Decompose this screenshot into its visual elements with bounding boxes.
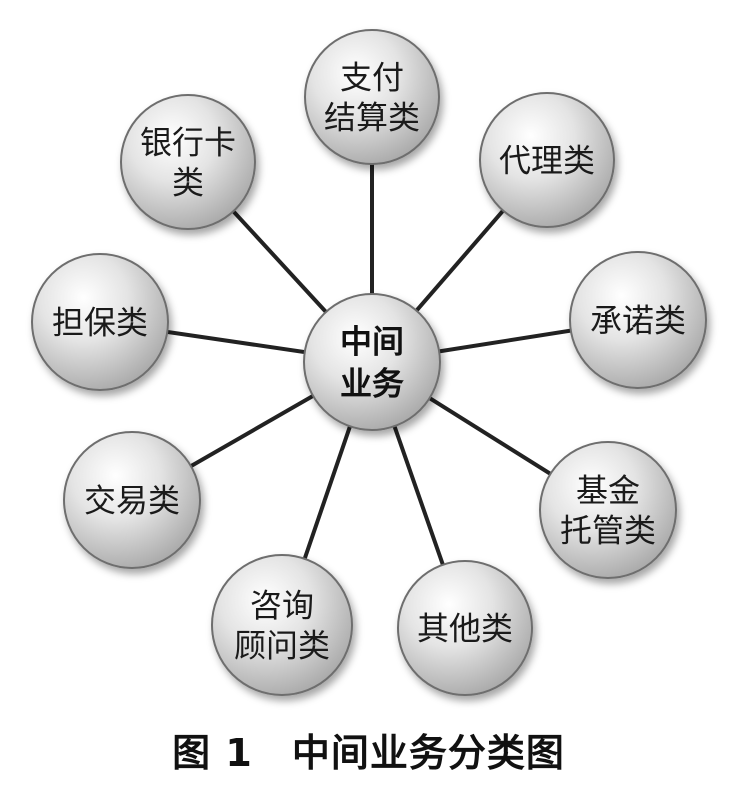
node-commitment: 承诺类 bbox=[569, 251, 707, 389]
node-circle-payment-settlement bbox=[304, 29, 440, 165]
node-label-payment-settlement: 结算类 bbox=[324, 99, 420, 137]
node-circle-bank-card bbox=[120, 94, 256, 230]
figure-caption: 图 1 中间业务分类图 bbox=[172, 731, 565, 775]
node-label-agency: 代理类 bbox=[499, 142, 595, 180]
node-other: 其他类 bbox=[397, 560, 533, 696]
node-label-trading: 交易类 bbox=[84, 482, 180, 520]
node-circle-trading bbox=[63, 431, 201, 569]
node-label-fund-custody: 托管类 bbox=[560, 512, 656, 550]
node-label-guarantee: 担保类 bbox=[52, 304, 148, 342]
center-node-circle bbox=[303, 293, 441, 431]
node-guarantee: 担保类 bbox=[31, 253, 169, 391]
center-node-label: 中间 bbox=[340, 323, 404, 361]
node-label-bank-card: 类 bbox=[172, 164, 204, 202]
node-circle-other bbox=[397, 560, 533, 696]
node-label-fund-custody: 基金 bbox=[576, 472, 640, 510]
node-agency: 代理类 bbox=[479, 92, 615, 228]
center-node: 中间业务 bbox=[303, 293, 441, 431]
node-label-commitment: 承诺类 bbox=[590, 302, 686, 340]
node-circle-consulting-advisory bbox=[211, 554, 353, 696]
node-circle-guarantee bbox=[31, 253, 169, 391]
node-label-bank-card: 银行卡 bbox=[140, 124, 236, 162]
center-node-label: 业务 bbox=[340, 365, 404, 403]
node-trading: 交易类 bbox=[63, 431, 201, 569]
node-label-payment-settlement: 支付 bbox=[340, 59, 404, 97]
node-circle-agency bbox=[479, 92, 615, 228]
node-label-consulting-advisory: 顾问类 bbox=[234, 627, 330, 665]
node-circle-fund-custody bbox=[539, 441, 677, 579]
node-circle-commitment bbox=[569, 251, 707, 389]
node-label-other: 其他类 bbox=[417, 610, 513, 648]
node-label-consulting-advisory: 咨询 bbox=[250, 587, 314, 625]
